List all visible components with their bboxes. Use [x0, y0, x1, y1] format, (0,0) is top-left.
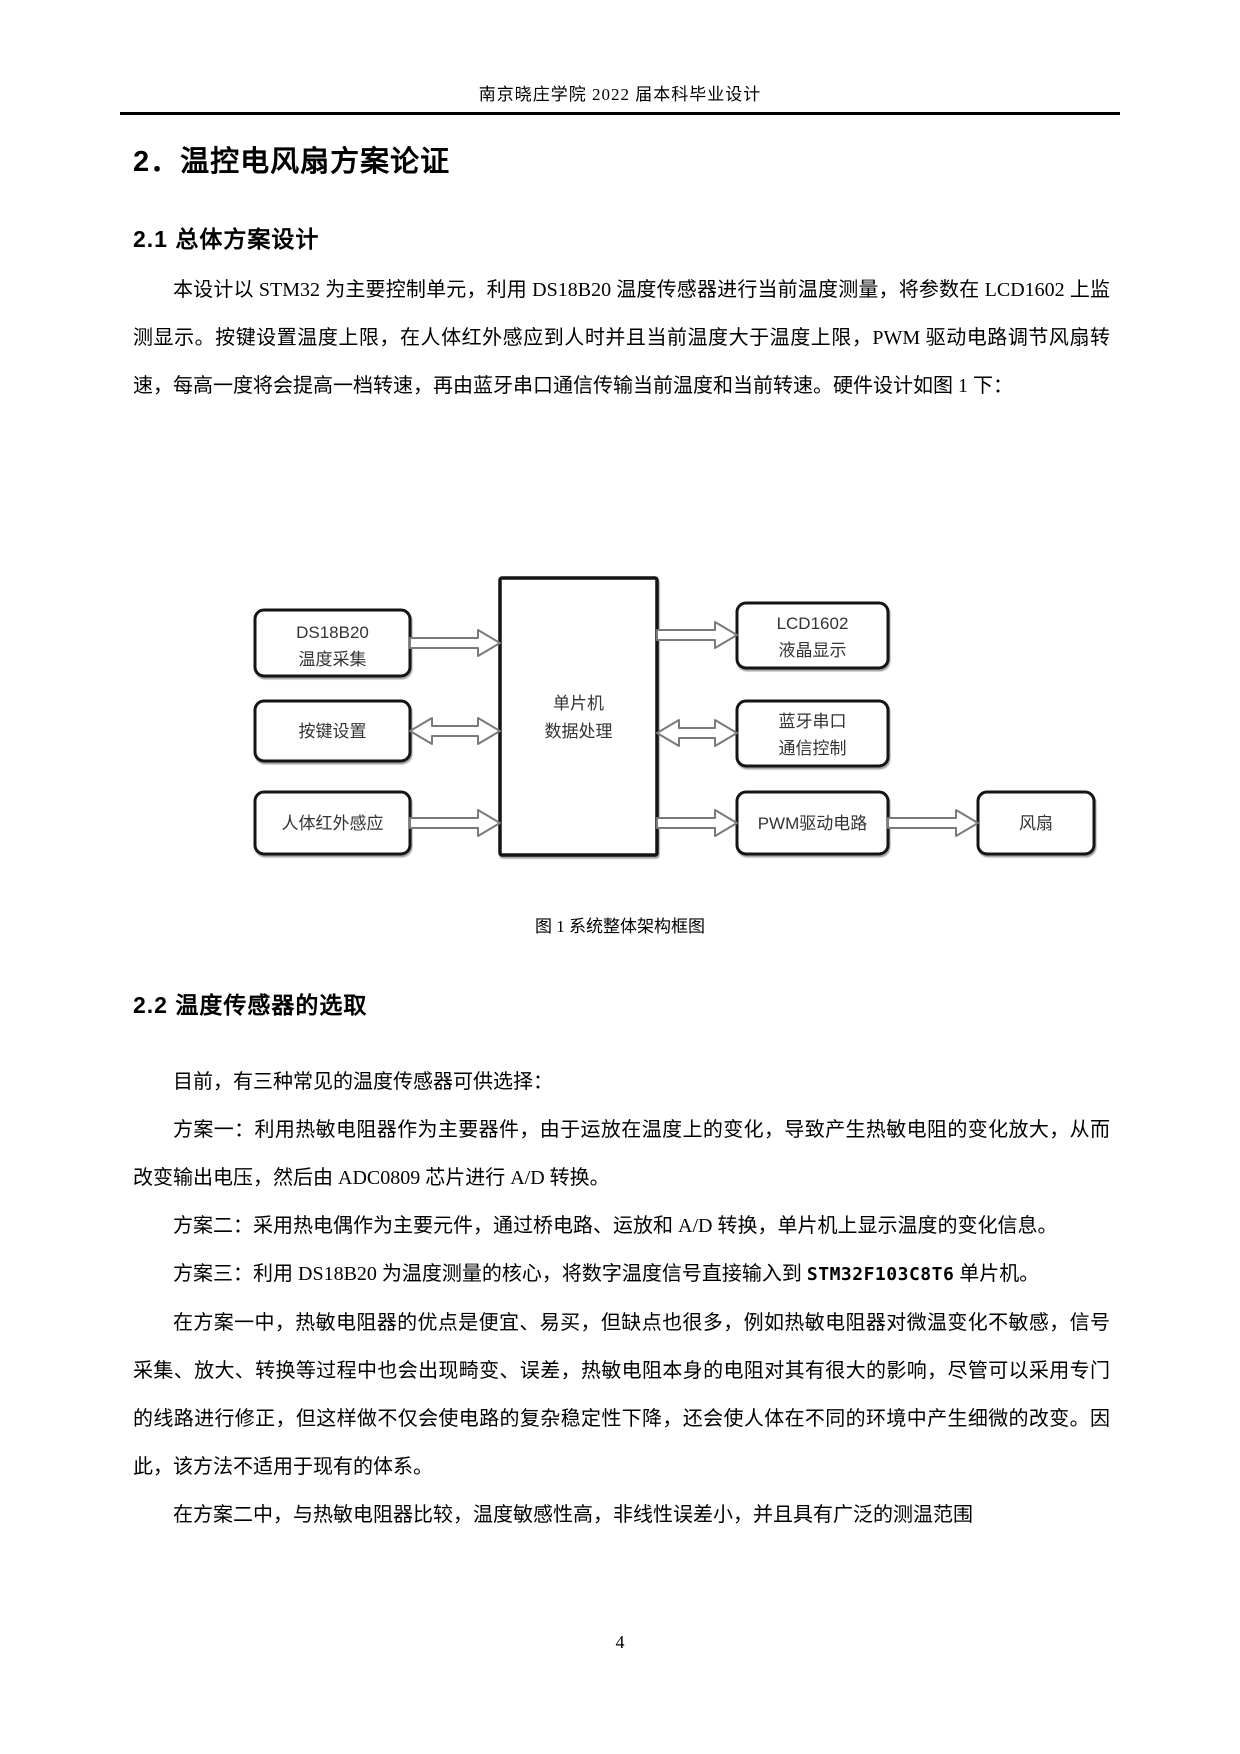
- page-number: 4: [615, 1632, 625, 1652]
- node-bluetooth: 蓝牙串口 通信控制: [735, 699, 890, 768]
- arrow-keys-mcu-bidirectional: [409, 717, 501, 745]
- node-ds18b20: DS18B20 温度采集: [253, 608, 412, 678]
- node-pwm-driver: PWM驱动电路: [735, 790, 890, 856]
- paragraph-analysis1: 在方案一中，热敏电阻器的优点是便宜、易买，但缺点也很多，例如热敏电阻器对微温变化…: [133, 1312, 1110, 1478]
- node-ds18b20-label-line2: 温度采集: [299, 650, 367, 669]
- arrow-ds18b20-to-mcu: [409, 629, 501, 657]
- paragraph-plan1: 方案一：利用热敏电阻器作为主要器件，由于运放在温度上的变化，导致产生热敏电阻的变…: [133, 1119, 1110, 1189]
- node-keys: 按键设置: [253, 699, 412, 763]
- figure-caption: 图 1 系统整体架构框图: [535, 917, 705, 936]
- node-pir-label: 人体红外感应: [282, 814, 384, 833]
- node-fan: 风扇: [976, 790, 1096, 856]
- node-lcd-label-line1: LCD1602: [777, 614, 849, 633]
- running-head: 南京晓庄学院 2022 届本科毕业设计: [478, 85, 762, 104]
- arrow-mcu-bluetooth-bidirectional: [656, 719, 738, 747]
- sensor-selection-paragraphs: 目前，有三种常见的温度传感器可供选择： 方案一：利用热敏电阻器作为主要器件，由于…: [133, 1058, 1110, 1539]
- node-mcu-label-line1: 单片机: [553, 694, 604, 713]
- node-pwm-label: PWM驱动电路: [758, 814, 868, 833]
- node-pir-sensor: 人体红外感应: [253, 790, 412, 856]
- header-rule: [120, 112, 1120, 115]
- arrow-mcu-to-lcd: [656, 621, 738, 649]
- node-bluetooth-label-line1: 蓝牙串口: [779, 712, 847, 731]
- block-diagram-svg: DS18B20 温度采集 按键设置 人体红外感应 单片机 数据处理 LCD160…: [253, 576, 1096, 857]
- paragraph-plan3: 方案三：利用 DS18B20 为温度测量的核心，将数字温度信号直接输入到 STM…: [133, 1250, 1110, 1299]
- section-heading-overall-design: 2.1 总体方案设计: [133, 226, 320, 252]
- paragraph-plan3-post: 单片机。: [954, 1263, 1040, 1285]
- paragraph-analysis2: 在方案二中，与热敏电阻器比较，温度敏感性高，非线性误差小，并且具有广泛的测温范围: [173, 1504, 973, 1526]
- node-lcd-label-line2: 液晶显示: [779, 641, 847, 660]
- node-lcd1602: LCD1602 液晶显示: [735, 601, 890, 670]
- section-heading-sensor-selection: 2.2 温度传感器的选取: [133, 992, 368, 1018]
- node-ds18b20-label-line1: DS18B20: [296, 623, 369, 642]
- node-fan-label: 风扇: [1019, 814, 1053, 833]
- paragraph-design-text: 本设计以 STM32 为主要控制单元，利用 DS18B20 温度传感器进行当前温…: [133, 279, 1110, 397]
- paragraph-plan3-pre: 方案三：利用 DS18B20 为温度测量的核心，将数字温度信号直接输入到: [173, 1263, 807, 1285]
- chapter-heading: 2．温控电风扇方案论证: [133, 146, 451, 178]
- node-keys-label: 按键设置: [299, 722, 367, 741]
- arrow-pwm-to-fan: [887, 809, 979, 837]
- system-architecture-diagram: DS18B20 温度采集 按键设置 人体红外感应 单片机 数据处理 LCD160…: [120, 518, 1120, 870]
- arrow-pir-to-mcu: [409, 809, 501, 837]
- paragraph-intro: 目前，有三种常见的温度传感器可供选择：: [173, 1071, 553, 1093]
- node-mcu-label-line2: 数据处理: [545, 722, 613, 741]
- node-bluetooth-label-line2: 通信控制: [779, 739, 847, 758]
- arrow-mcu-to-pwm: [656, 809, 738, 837]
- paragraph-plan2: 方案二：采用热电偶作为主要元件，通过桥电路、运放和 A/D 转换，单片机上显示温…: [173, 1215, 1058, 1237]
- node-mcu: 单片机 数据处理: [498, 576, 659, 857]
- chip-model-text: STM32F103C8T6: [806, 1264, 955, 1285]
- paragraph-overall-design: 本设计以 STM32 为主要控制单元，利用 DS18B20 温度传感器进行当前温…: [133, 266, 1110, 410]
